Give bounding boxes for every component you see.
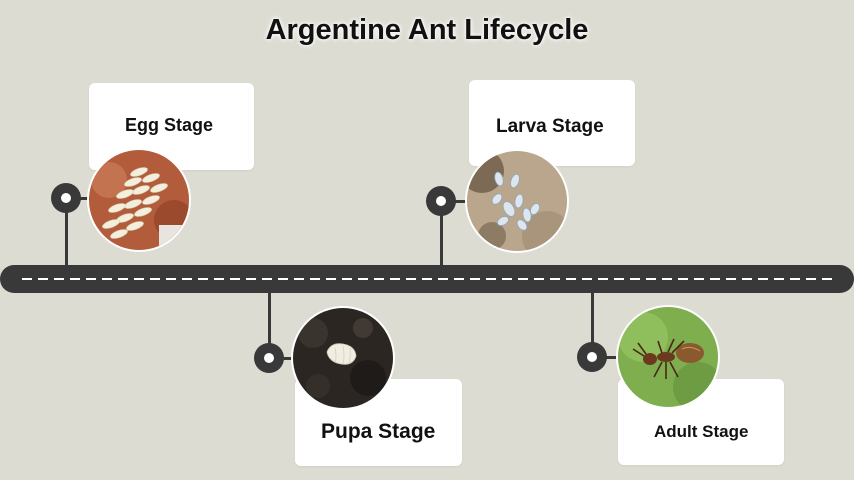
ant-pupa-image: [293, 308, 393, 408]
pupa-connector: [268, 290, 271, 360]
ant-pupa-photo: [291, 306, 395, 410]
adult-ant-photo: [616, 305, 720, 409]
pupa-stage-label: Pupa Stage: [321, 420, 436, 443]
egg-tick: [80, 197, 90, 200]
egg-stage-label: Egg Stage: [125, 115, 214, 135]
ant-larvae-photo: [465, 149, 569, 253]
egg-node-marker: [51, 183, 81, 213]
larva-tick: [455, 200, 465, 203]
adult-stage-label: Adult Stage: [654, 422, 749, 441]
ant-eggs-image: [89, 150, 189, 250]
page-title: Argentine Ant Lifecycle: [265, 14, 589, 46]
egg-connector: [65, 197, 68, 269]
larva-stage-label: Larva Stage: [496, 116, 604, 137]
ant-larvae-image: [467, 151, 567, 251]
pupa-node-marker: [254, 343, 284, 373]
timeline-track: [0, 265, 854, 293]
adult-ant-image: [618, 307, 718, 407]
adult-tick: [606, 356, 618, 359]
larva-node-marker: [426, 186, 456, 216]
pupa-tick: [283, 357, 293, 360]
larva-connector: [440, 202, 443, 268]
ant-eggs-photo: [87, 148, 191, 252]
adult-connector: [591, 290, 594, 358]
larva-stage-card: Larva Stage: [469, 80, 635, 166]
adult-node-marker: [577, 342, 607, 372]
timeline-dashed-line: [22, 278, 832, 280]
